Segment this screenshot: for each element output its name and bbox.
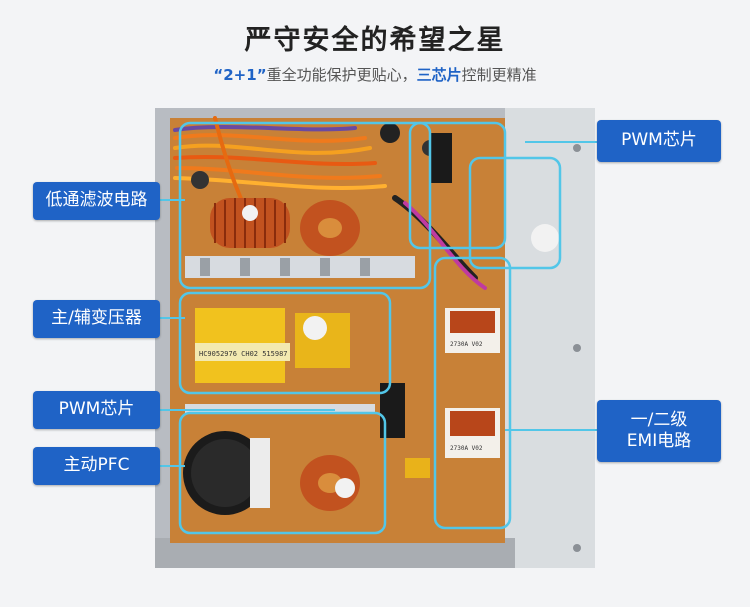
page-title: 严守安全的希望之星 (244, 25, 506, 56)
callout-emi-circuit: 一/二级 EMI电路 (597, 400, 721, 462)
subtitle-text-protection: 重全功能保护更贴心， (266, 66, 417, 84)
pwm-chip-upper (430, 133, 452, 183)
emi-coil-lower-text: 2730A V02 (450, 445, 483, 452)
case-right-wall (505, 108, 595, 568)
emi-coil-upper: 2730A V02 (445, 308, 500, 353)
callout-low-pass-filter: 低通滤波电路 (33, 182, 160, 220)
page-subtitle: “2+1”重全功能保护更贴心，三芯片控制更精准 (0, 64, 750, 85)
pfc-bulk-capacitor (183, 431, 270, 515)
transformer-sticker-bg (195, 343, 290, 361)
callout-emi-line1: 一/二级 (630, 409, 688, 430)
callout-emi-line2: EMI电路 (626, 431, 692, 451)
emi-coil-upper-text: 2730A V02 (450, 341, 483, 348)
callout-active-pfc: 主动PFC (33, 447, 160, 485)
subtitle-highlight-protection: “2+1” (213, 66, 267, 84)
callout-main-aux-transformer: 主/辅变压器 (33, 300, 160, 338)
filter-coil-right (300, 200, 360, 256)
capacitor (380, 123, 400, 143)
emi-coil-lower: 2730A V02 (445, 408, 500, 458)
callout-pwm-chip-right: PWM芯片 (597, 120, 721, 162)
wire-bundle (173, 116, 487, 290)
subtitle-text-chips: 控制更精准 (461, 66, 537, 84)
highlight-outlines (178, 121, 562, 535)
transformer-sticker-text: HC9052976 CH02 515987 (199, 350, 288, 358)
x-capacitor (405, 458, 430, 478)
filter-coil-left (210, 198, 290, 248)
subtitle-highlight-chips: 三芯片 (416, 66, 462, 84)
psu-board-photo: HC9052976 CH02 515987 2730A V02 2730A V0… (155, 108, 595, 568)
callout-pwm-chip-left: PWM芯片 (33, 391, 160, 429)
capacitor (191, 171, 209, 189)
